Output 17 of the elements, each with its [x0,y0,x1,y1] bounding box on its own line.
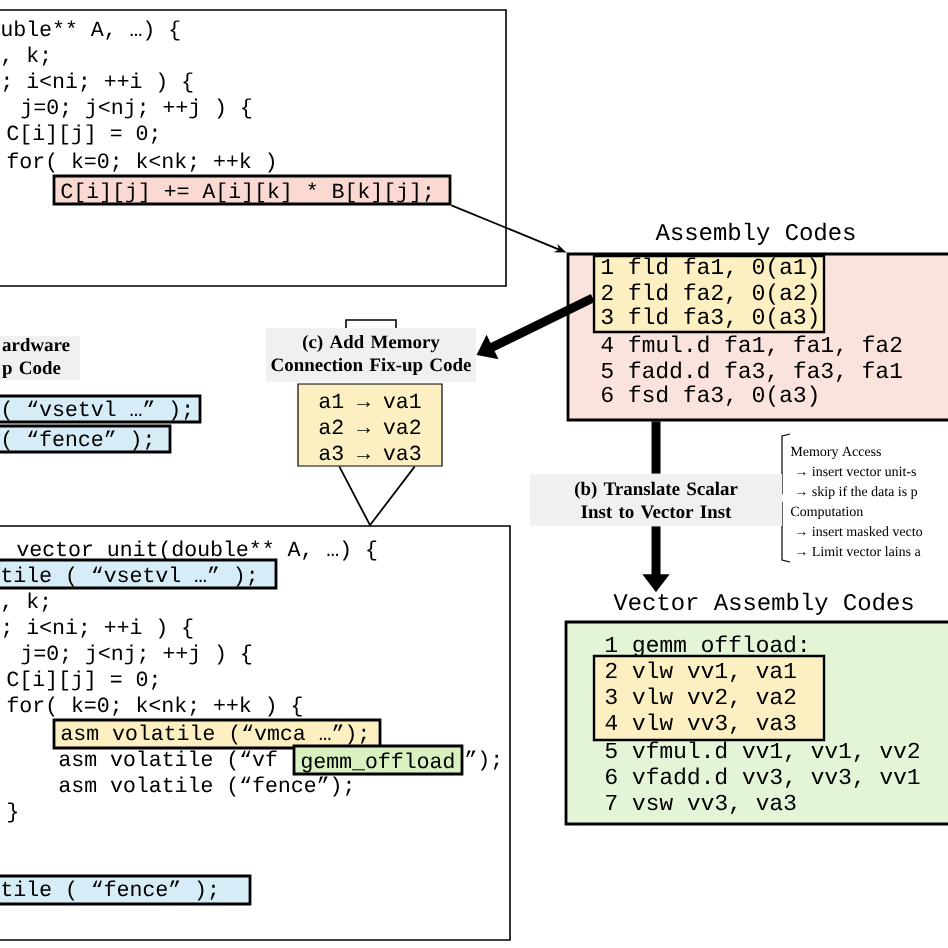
code-highlight: gemm_offload [292,744,464,776]
code-highlight: tile ( “vsetvl …” ); [0,558,278,590]
code-highlight: C[i][j] += A[i][k] * B[k][j]; [52,174,452,206]
step-label: (b) Translate Scalar Inst to Vector Inst [530,474,782,526]
node-label: Vector Assembly Codes [613,592,913,615]
code-highlight: ( “vsetvl …” ); [0,394,202,424]
mapping-box: a1 → va1 a2 → va2 a3 → va3 [297,383,443,467]
code-highlight: asm volatile (“vmca …”); [52,718,382,750]
step-label: ardware p Code [0,335,80,381]
code-highlight: tile ( “fence” ); [0,874,252,906]
code-highlight: ( “fence” ); [0,424,172,454]
step-label: (c) Add Memory Connection Fix-up Code [266,328,476,382]
callout-lines [338,465,416,527]
connector-bar [651,421,661,474]
node-label: Assembly Codes [655,222,855,245]
code-highlight: 1 fld fa1, 0(a1) 2 fld fa2, 0(a2) 3 fld fa3, 0(a3) [592,254,826,334]
code-highlight: 2 vlw vv1, va1 3 vlw vv2, va2 4 vlw vv3, va3 [592,654,826,742]
